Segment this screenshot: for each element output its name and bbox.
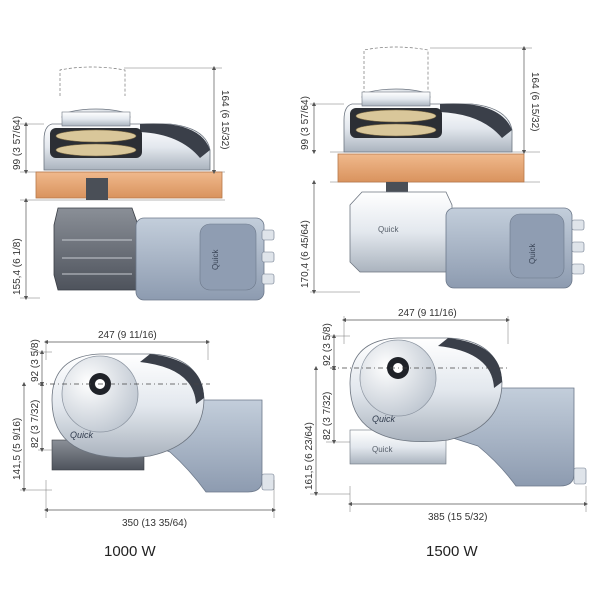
brand-label: Quick bbox=[372, 414, 396, 424]
gearbox bbox=[349, 191, 453, 273]
dim-82: 82 (3 7/32) bbox=[322, 392, 333, 440]
side-view-1000w: Quick 164 (6 15/32) 99 (3 57/64) 155,4 (… bbox=[12, 65, 275, 301]
dim-99: 99 (3 57/64) bbox=[300, 96, 311, 150]
dim-155: 155,4 (6 1/8) bbox=[12, 238, 23, 295]
dim-350: 350 (13 35/64) bbox=[122, 518, 187, 529]
plan-view-1500w: 247 (9 11/16) Quick Quick 92 (3 5/8) 82 … bbox=[304, 308, 589, 560]
brand-label: Quick bbox=[70, 430, 94, 440]
plan-view-1000w: 247 (9 11/16) Quick 92 (3 5/8) 82 (3 7/3… bbox=[12, 330, 277, 560]
caption-1000w: 1000 W bbox=[104, 543, 157, 560]
terminal bbox=[261, 473, 275, 491]
dim-247: 247 (9 11/16) bbox=[98, 330, 157, 341]
terminal bbox=[573, 467, 587, 485]
dim-82: 82 (3 7/32) bbox=[30, 400, 41, 448]
dim-247: 247 (9 11/16) bbox=[398, 308, 457, 319]
dim-164: 164 (6 15/32) bbox=[219, 90, 230, 150]
deck-board bbox=[337, 153, 525, 183]
terminals bbox=[261, 229, 275, 285]
brand-label: Quick bbox=[211, 249, 220, 270]
dim-92: 92 (3 5/8) bbox=[322, 323, 333, 366]
dim-92: 92 (3 5/8) bbox=[30, 339, 41, 382]
dim-385: 385 (15 5/32) bbox=[428, 512, 488, 523]
ghost-outline bbox=[363, 46, 429, 94]
terminals bbox=[571, 219, 585, 275]
deck-board bbox=[35, 171, 223, 199]
ghost-outline bbox=[59, 66, 126, 96]
caption-1500w: 1500 W bbox=[426, 543, 479, 560]
dim-99: 99 (3 57/64) bbox=[12, 116, 23, 170]
brand-label: Quick bbox=[372, 445, 393, 454]
dim-170: 170,4 (6 45/64) bbox=[300, 220, 311, 288]
dim-161: 161,5 (6 23/64) bbox=[304, 422, 315, 490]
shaft bbox=[86, 178, 108, 200]
brand-label: Quick bbox=[378, 225, 399, 234]
dim-141: 141,5 (5 9/16) bbox=[12, 418, 23, 480]
side-view-1500w: Quick Quick 164 (6 15/32) 99 (3 57/64) 1… bbox=[300, 45, 585, 295]
dim-164: 164 (6 15/32) bbox=[529, 72, 540, 132]
brand-label: Quick bbox=[528, 243, 537, 264]
gearbox bbox=[53, 207, 139, 291]
